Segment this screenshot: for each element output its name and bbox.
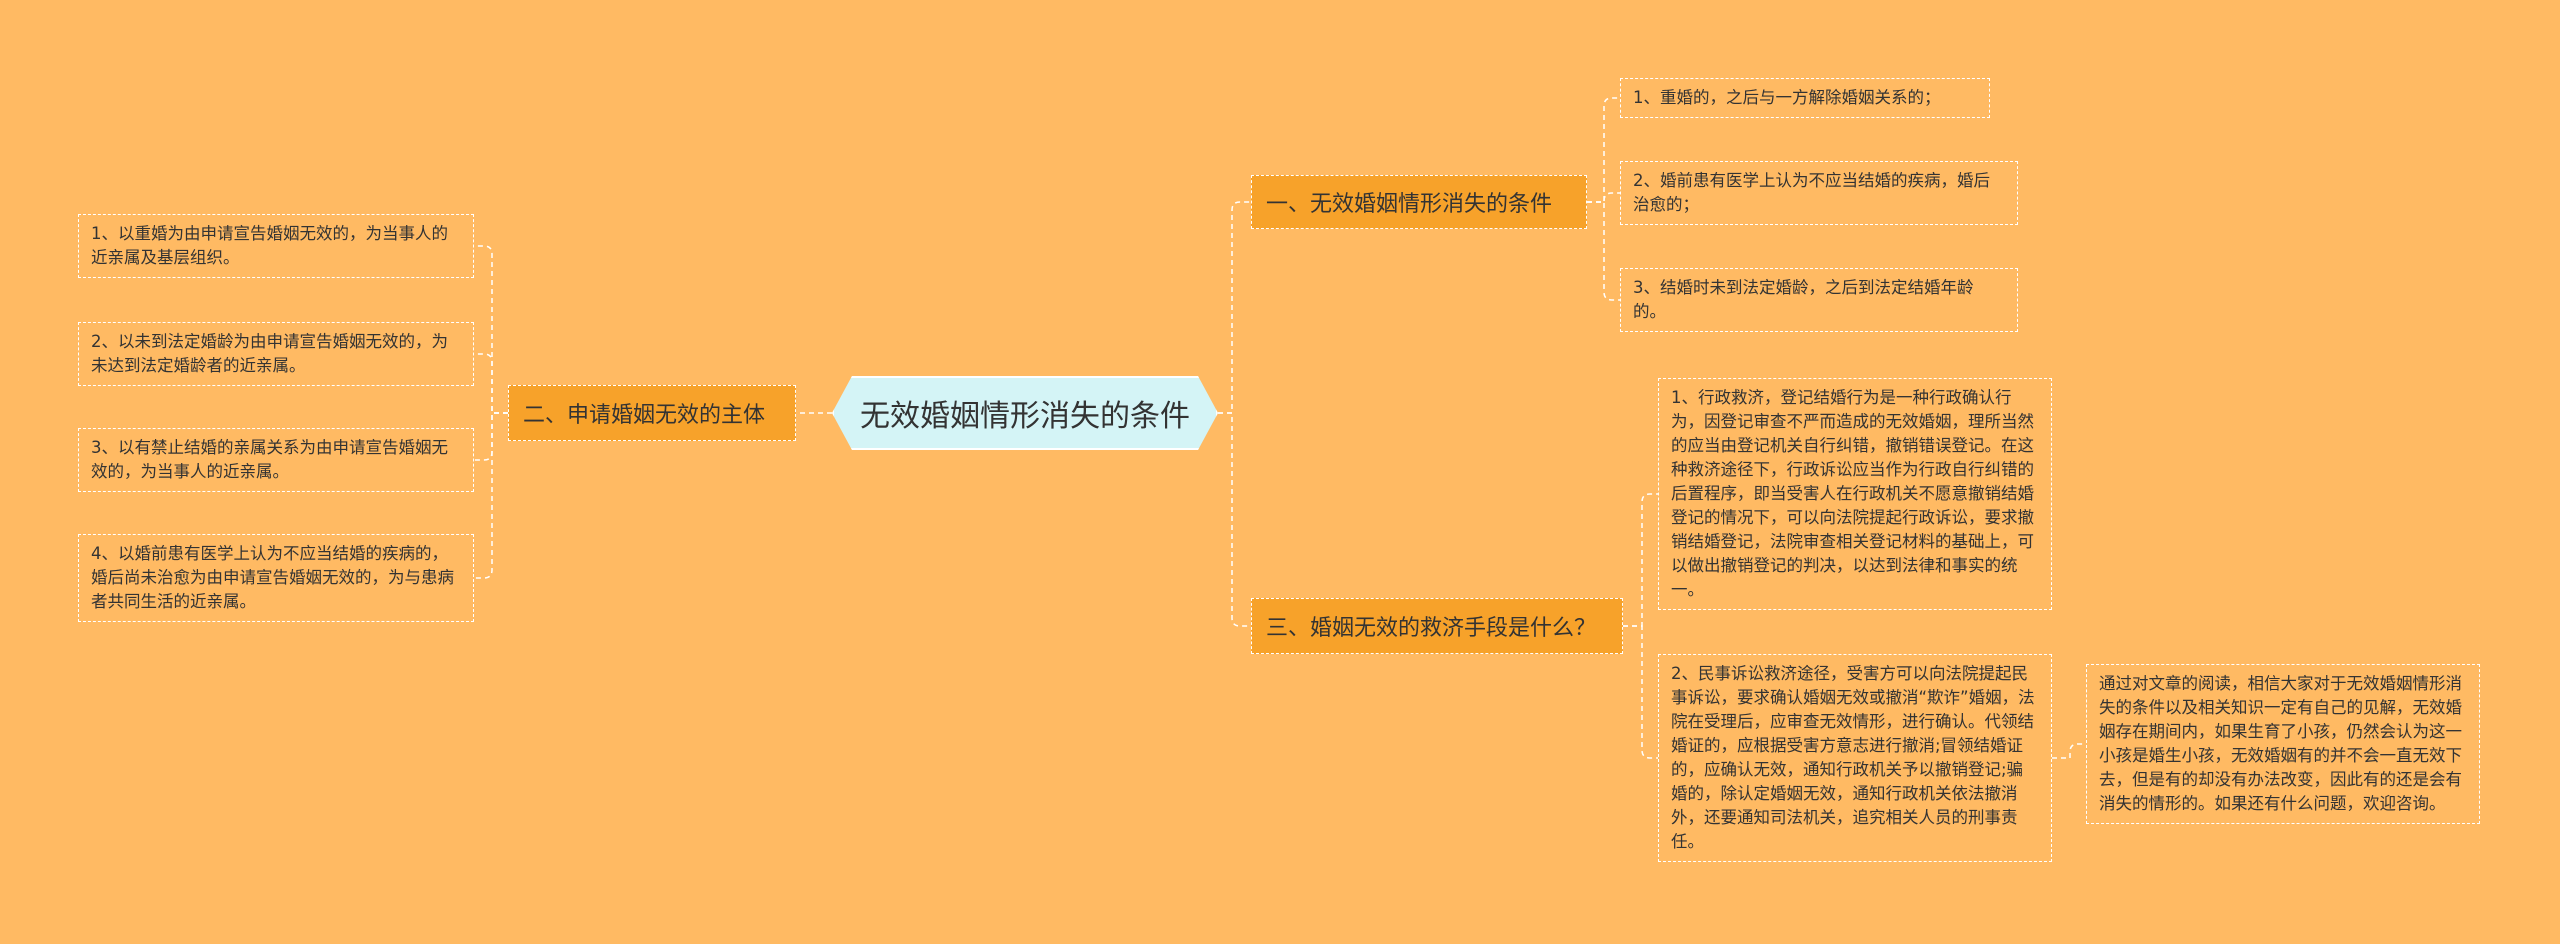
connector-line [474,412,508,579]
leaf-text: 1、以重婚为由申请宣告婚姻无效的，为当事人的近亲属及基层组织。 [91,224,448,267]
connector-line [1218,201,1251,414]
connector-line [1623,625,1658,759]
root-topic[interactable]: 无效婚姻情形消失的条件 [832,376,1218,450]
leaf-remedies-2[interactable]: 2、民事诉讼救济途径，受害方可以向法院提起民事诉讼，要求确认婚姻无效或撤消“欺诈… [1658,654,2052,862]
leaf-text: 1、重婚的，之后与一方解除婚姻关系的； [1633,88,1941,107]
leaf-text: 1、行政救济，登记结婚行为是一种行政确认行为，因登记审查不严而造成的无效婚姻，理… [1671,388,2034,599]
leaf-text: 3、以有禁止结婚的亲属关系为由申请宣告婚姻无效的，为当事人的近亲属。 [91,438,448,481]
branch-conditions[interactable]: 一、无效婚姻情形消失的条件 [1251,175,1587,229]
leaf-remedies-note[interactable]: 通过对文章的阅读，相信大家对于无效婚姻情形消失的条件以及相关知识一定有自己的见解… [2086,664,2480,824]
branch-label: 二、申请婚姻无效的主体 [523,403,766,428]
leaf-text: 2、以未到法定婚龄为由申请宣告婚姻无效的，为未达到法定婚龄者的近亲属。 [91,332,448,375]
branch-label: 三、婚姻无效的救济手段是什么？ [1266,616,1597,641]
branch-label: 一、无效婚姻情形消失的条件 [1266,192,1553,217]
leaf-applicants-4[interactable]: 4、以婚前患有医学上认为不应当结婚的疾病的，婚后尚未治愈为由申请宣告婚姻无效的，… [78,534,474,622]
leaf-remedies-1[interactable]: 1、行政救济，登记结婚行为是一种行政确认行为，因登记审查不严而造成的无效婚姻，理… [1658,378,2052,610]
connector-line [1218,412,1251,627]
root-topic-label: 无效婚姻情形消失的条件 [860,399,1190,434]
connector-line [1623,493,1658,627]
connector-line [474,412,508,461]
leaf-applicants-1[interactable]: 1、以重婚为由申请宣告婚姻无效的，为当事人的近亲属及基层组织。 [78,214,474,278]
leaf-applicants-2[interactable]: 2、以未到法定婚龄为由申请宣告婚姻无效的，为未达到法定婚龄者的近亲属。 [78,322,474,386]
connector-line [1587,192,1620,203]
branch-applicants[interactable]: 二、申请婚姻无效的主体 [508,385,796,441]
connector-line [474,245,508,414]
leaf-text: 4、以婚前患有医学上认为不应当结婚的疾病的，婚后尚未治愈为由申请宣告婚姻无效的，… [91,544,454,611]
connector-line [2052,743,2086,759]
leaf-text: 2、婚前患有医学上认为不应当结婚的疾病，婚后治愈的； [1633,171,1990,214]
leaf-applicants-3[interactable]: 3、以有禁止结婚的亲属关系为由申请宣告婚姻无效的，为当事人的近亲属。 [78,428,474,492]
leaf-conditions-1[interactable]: 1、重婚的，之后与一方解除婚姻关系的； [1620,78,1990,118]
branch-remedies[interactable]: 三、婚姻无效的救济手段是什么？ [1251,598,1623,654]
leaf-text: 通过对文章的阅读，相信大家对于无效婚姻情形消失的条件以及相关知识一定有自己的见解… [2099,674,2462,813]
connector-line [474,353,508,414]
leaf-text: 3、结婚时未到法定婚龄，之后到法定结婚年龄的。 [1633,278,1974,321]
connector-line [1587,201,1620,301]
leaf-conditions-2[interactable]: 2、婚前患有医学上认为不应当结婚的疾病，婚后治愈的； [1620,161,2018,225]
leaf-conditions-3[interactable]: 3、结婚时未到法定婚龄，之后到法定结婚年龄的。 [1620,268,2018,332]
connector-line [1587,97,1620,203]
leaf-text: 2、民事诉讼救济途径，受害方可以向法院提起民事诉讼，要求确认婚姻无效或撤消“欺诈… [1671,664,2035,851]
